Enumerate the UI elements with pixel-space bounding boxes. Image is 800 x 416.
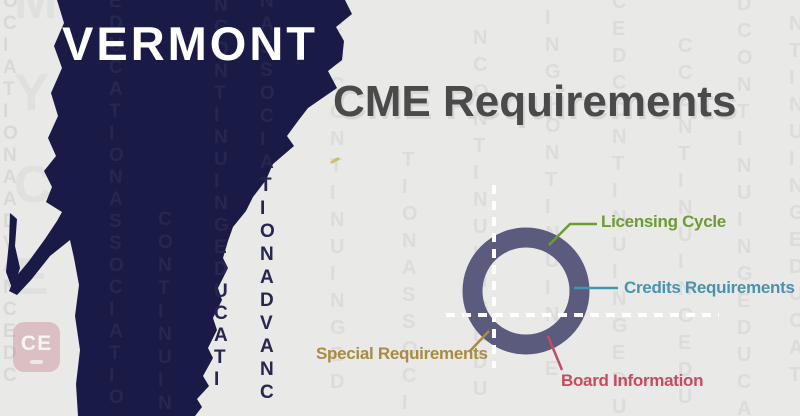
- label-licensing-cycle: Licensing Cycle: [601, 212, 726, 231]
- leader-line-board-information: [546, 335, 564, 371]
- ce-logo-text: CE: [20, 331, 53, 355]
- ce-logo-bar: [30, 359, 43, 364]
- ce-logo-badge: CE: [13, 322, 60, 372]
- donut-ring: [462, 227, 590, 355]
- vermont-state-shape: [9, 0, 352, 416]
- page-title: CME Requirements: [333, 77, 737, 126]
- label-credits-requirements: Credits Requirements: [624, 278, 795, 297]
- lake-champlain-island-shape: [6, 213, 20, 291]
- label-board-information: Board Information: [561, 371, 704, 390]
- label-special-requirements: Special Requirements: [316, 344, 488, 363]
- state-name-title: VERMONT: [62, 17, 318, 70]
- leader-line-special-requirements: [469, 330, 490, 352]
- leader-line-licensing-cycle: [548, 222, 597, 246]
